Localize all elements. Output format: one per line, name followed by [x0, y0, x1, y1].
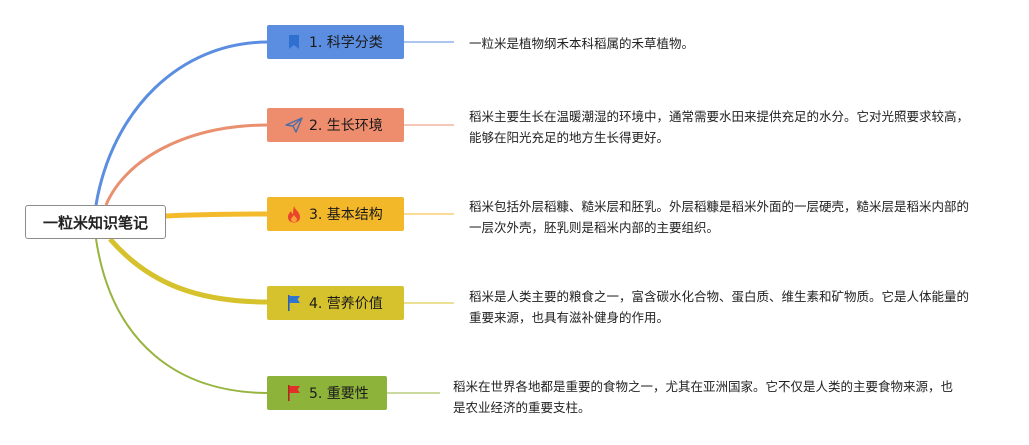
- bookmark-icon: [285, 33, 303, 51]
- note-importance: 稻米在世界各地都是重要的食物之一，尤其在亚洲国家。它不仅是人类的主要食物来源，也…: [453, 379, 954, 415]
- flag-red-icon: [285, 384, 303, 402]
- fire-icon: [285, 205, 303, 223]
- topic-nutritional-value[interactable]: 4. 营养价值: [267, 286, 404, 320]
- note-scientific-classification: 一粒米是植物纲禾本科稻属的禾草植物。: [469, 36, 695, 51]
- branch-line-3: [165, 211, 269, 219]
- branch-line-5: [95, 238, 269, 394]
- flag-blue-icon: [285, 294, 303, 312]
- topic-label: 2. 生长环境: [309, 118, 383, 134]
- branch-line-1: [94, 40, 269, 206]
- topic-importance[interactable]: 5. 重要性: [267, 376, 387, 410]
- topic-label: 3. 基本结构: [309, 207, 383, 223]
- paper-plane-icon: [285, 116, 303, 134]
- note-nutritional-value: 稻米是人类主要的粮食之一，富含碳水化合物、蛋白质、维生素和矿物质。它是人体能量的…: [469, 289, 970, 325]
- root-topic[interactable]: 一粒米知识笔记: [25, 205, 166, 239]
- topic-basic-structure[interactable]: 3. 基本结构: [267, 197, 404, 231]
- topic-growth-environment[interactable]: 2. 生长环境: [267, 108, 404, 142]
- note-basic-structure: 稻米包括外层稻糠、糙米层和胚乳。外层稻糠是稻米外面的一层硬壳，糙米层是稻米内部的…: [469, 199, 970, 235]
- note-growth-environment: 稻米主要生长在温暖潮湿的环境中，通常需要水田来提供充足的水分。它对光照要求较高，…: [469, 109, 970, 145]
- topic-scientific-classification[interactable]: 1. 科学分类: [267, 25, 404, 59]
- branch-line-2: [104, 123, 269, 206]
- topic-label: 1. 科学分类: [309, 35, 383, 51]
- branch-line-4: [108, 237, 269, 305]
- topic-label: 4. 营养价值: [309, 296, 383, 312]
- topic-label: 5. 重要性: [309, 386, 369, 402]
- root-topic-label: 一粒米知识笔记: [42, 213, 148, 232]
